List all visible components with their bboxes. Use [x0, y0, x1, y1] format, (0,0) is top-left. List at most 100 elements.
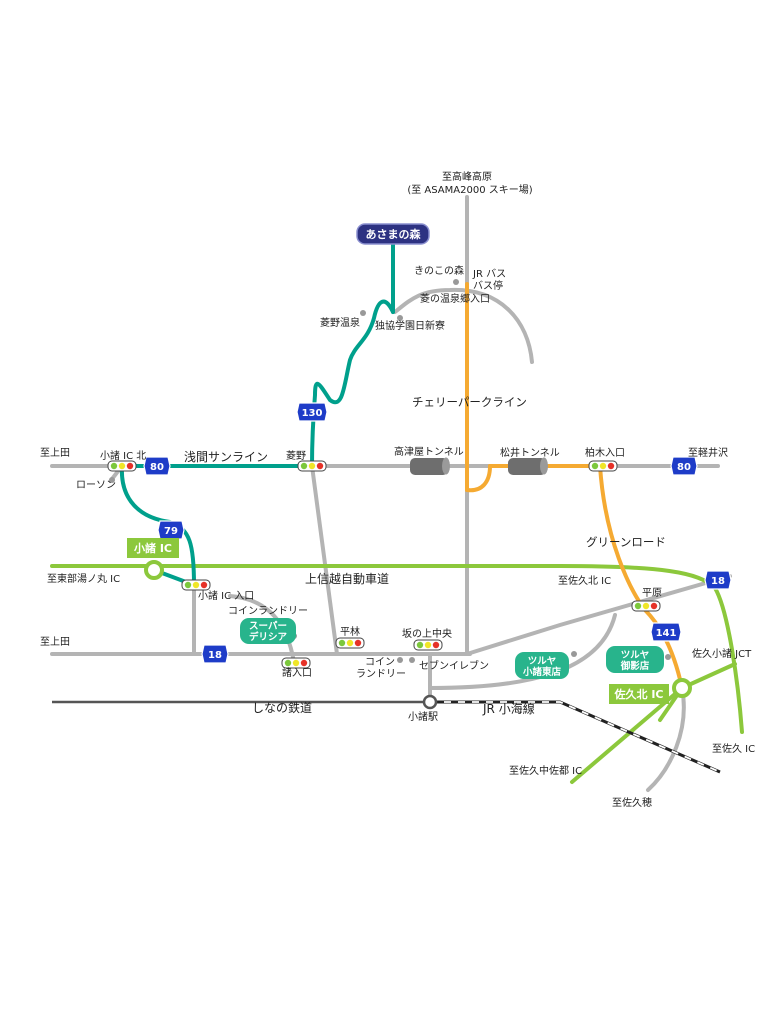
route-80-east-number: 80 [677, 462, 691, 473]
hishino-onsen-dot [360, 310, 366, 316]
hirabayashi-label: 平林 [340, 625, 360, 638]
route-18-east-number: 18 [711, 576, 725, 587]
sakuho-road [646, 686, 686, 792]
south-direction: 至佐久穂 [612, 796, 652, 809]
laundry2-dot [397, 657, 403, 663]
sakukita-ic-label: 佐久北 IC [614, 687, 664, 701]
sakukita-ic-marker [672, 678, 692, 698]
tunnels [410, 457, 548, 475]
shinano-railway-label: しなの鉄道 [252, 700, 312, 715]
super-delicia-badge: スーパー デリシア [240, 618, 296, 644]
route-130-number: 130 [302, 408, 323, 419]
labels: 至高峰高原 (至 ASAMA2000 スキー場) きのこの森 JR バス バス停… [40, 170, 755, 809]
seven-dot [409, 657, 415, 663]
tsuruya-komoro-badge: ツルヤ 小諸東店 [515, 652, 569, 679]
kinokonomori-label: きのこの森 [414, 264, 464, 277]
jr-bus-label-2: バス停 [473, 279, 503, 292]
coin-laundry-2-label-2: ランドリー [356, 668, 406, 680]
traffic-light-kashiwagi [588, 460, 618, 472]
traffic-light-hishino [297, 460, 327, 472]
tsuruya-miyota-label-1: ツルヤ [621, 650, 650, 661]
hishino-road [310, 464, 339, 656]
east-direction: 至軽井沢 [688, 446, 728, 459]
north-direction: 至高峰高原 [442, 170, 492, 183]
southeast-road [465, 574, 732, 656]
hishino-onsen-entrance-label: 菱の温泉郷入口 [420, 292, 490, 305]
north-direction-sub: (至 ASAMA2000 スキー場) [407, 183, 532, 196]
tsuruya-miyota-dot [665, 654, 671, 660]
southwest-direction: 至佐久中佐都 IC [509, 764, 582, 777]
matsui-tunnel-label: 松井トンネル [500, 446, 560, 459]
green-road-label: グリーンロード [586, 535, 666, 549]
takatsuya-tunnel-label: 高津屋トンネル [394, 445, 464, 458]
jr-koumi-line-track [430, 700, 721, 774]
lawson-label: ローソン [76, 480, 116, 491]
komoro-ic-iriguchi-label: 小諸 IC 入口 [198, 589, 254, 602]
coin-laundry-2-label-1: コイン [365, 657, 395, 668]
komoro-ic-badge [127, 538, 179, 558]
route-141-number: 141 [656, 628, 677, 639]
route-79-shield: 79 [157, 520, 185, 540]
traffic-lights [107, 460, 661, 669]
orange-junction [465, 464, 492, 493]
seven-eleven-label: セブンイレブン [419, 659, 489, 672]
route-shields: 80 80 79 130 18 18 141 [143, 402, 732, 664]
matsui-tunnel [508, 457, 548, 475]
southeast-direction: 至佐久 IC [712, 743, 755, 755]
super-label-1: スーパー [249, 620, 287, 632]
sakanoue-label: 坂の上中央 [402, 627, 452, 640]
destination-badge: あさまの森 [356, 223, 430, 245]
cherry-park-line-label: チェリーパークライン [412, 395, 527, 409]
komoro-station-label: 小諸駅 [408, 710, 438, 723]
west-lower-direction: 至上田 [40, 636, 70, 648]
tsuruya-miyota-badge: ツルヤ 御影店 [606, 646, 664, 673]
jr-koumi-line-dash [430, 701, 721, 773]
komoro-ic-kita-label: 小諸 IC 北 [100, 449, 146, 462]
sakukita-ic-badge [609, 684, 669, 704]
saku-komoro-jct-label: 佐久小諸 JCT [692, 647, 752, 660]
traffic-light-moro-iriguchi [281, 657, 311, 669]
tsuruya-miyota-label-2: 御影店 [620, 660, 650, 672]
hishino-label: 菱野 [286, 450, 306, 462]
tsuruya-komoro-label-1: ツルヤ [528, 656, 557, 667]
route-130-shield: 130 [296, 402, 328, 422]
coin-laundry-1-label: コインランドリー [228, 605, 308, 617]
kinokonomori-dot [453, 279, 459, 285]
joshinetsu-label: 上信越自動車道 [305, 572, 389, 586]
route-80-west-shield: 80 [143, 456, 171, 476]
traffic-light-hirabayashi [335, 637, 365, 649]
railways [52, 700, 721, 774]
lawson-dot [109, 477, 115, 483]
jr-koumi-line-label: JR 小海線 [482, 701, 535, 716]
destination-label: あさまの森 [366, 227, 422, 241]
traffic-light-sakanoue [413, 639, 443, 651]
traffic-light-komoro-ic-iriguchi [181, 579, 211, 591]
route-18-west-shield: 18 [201, 644, 229, 664]
moro-iriguchi-label: 諸入口 [282, 666, 312, 679]
takatsuya-tunnel [410, 457, 450, 475]
sakukita-ic: 佐久北 IC [609, 678, 692, 704]
route-18-west-number: 18 [208, 650, 222, 661]
traffic-light-hirahara [631, 600, 661, 612]
hirahara-label: 平原 [642, 587, 662, 599]
route-80-west-number: 80 [150, 462, 164, 473]
jr-bus-label-1: JR バス [472, 268, 506, 280]
route-80-east-shield: 80 [670, 456, 698, 476]
tsuruya-komoro-label-2: 小諸東店 [522, 666, 562, 678]
asama-sunline-label: 浅間サンライン [184, 450, 268, 464]
route-18-east-shield: 18 [704, 570, 732, 590]
hishino-onsen-label: 菱野温泉 [320, 316, 360, 329]
komoro-ic-label: 小諸 IC [133, 541, 172, 555]
route-141-shield: 141 [650, 622, 682, 642]
east-expressway-direction: 至佐久北 IC [558, 575, 611, 587]
super-label-2: デリシア [249, 631, 288, 643]
komoro-ic-marker [144, 560, 164, 580]
west-upper-direction: 至上田 [40, 447, 70, 459]
upper-arc-road [393, 287, 534, 364]
west-expressway-direction: 至東部湯ノ丸 IC [47, 572, 120, 585]
orange-route [465, 282, 684, 690]
kashiwagi-label: 柏木入口 [585, 446, 625, 459]
komoro-ic: 小諸 IC [127, 538, 179, 580]
tsuruya-komoro-dot [571, 651, 577, 657]
